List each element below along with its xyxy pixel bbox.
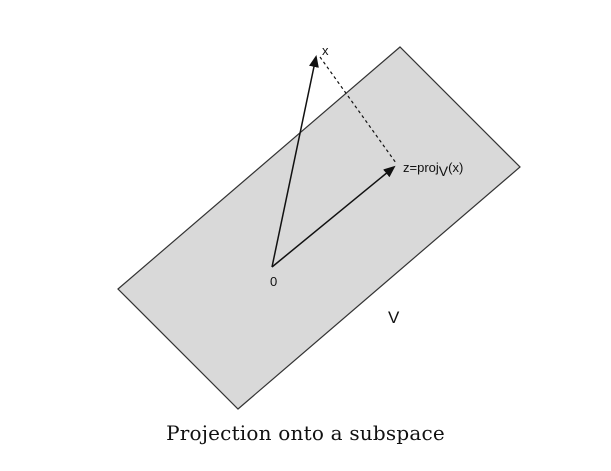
vector-x-arrow [271, 55, 319, 268]
label-projection-suffix: (x) [448, 160, 463, 175]
label-projection: z=projV(x) [403, 160, 463, 179]
label-projection-prefix: z=proj [403, 160, 439, 175]
label-x: x [322, 43, 329, 58]
label-projection-subscript: V [439, 163, 449, 179]
figure-caption: Projection onto a subspace [166, 421, 445, 445]
projection-vector-arrow [271, 165, 396, 268]
perpendicular-dashed-line [319, 56, 397, 164]
label-origin: 0 [270, 274, 277, 289]
label-subspace-v: V [388, 308, 400, 327]
